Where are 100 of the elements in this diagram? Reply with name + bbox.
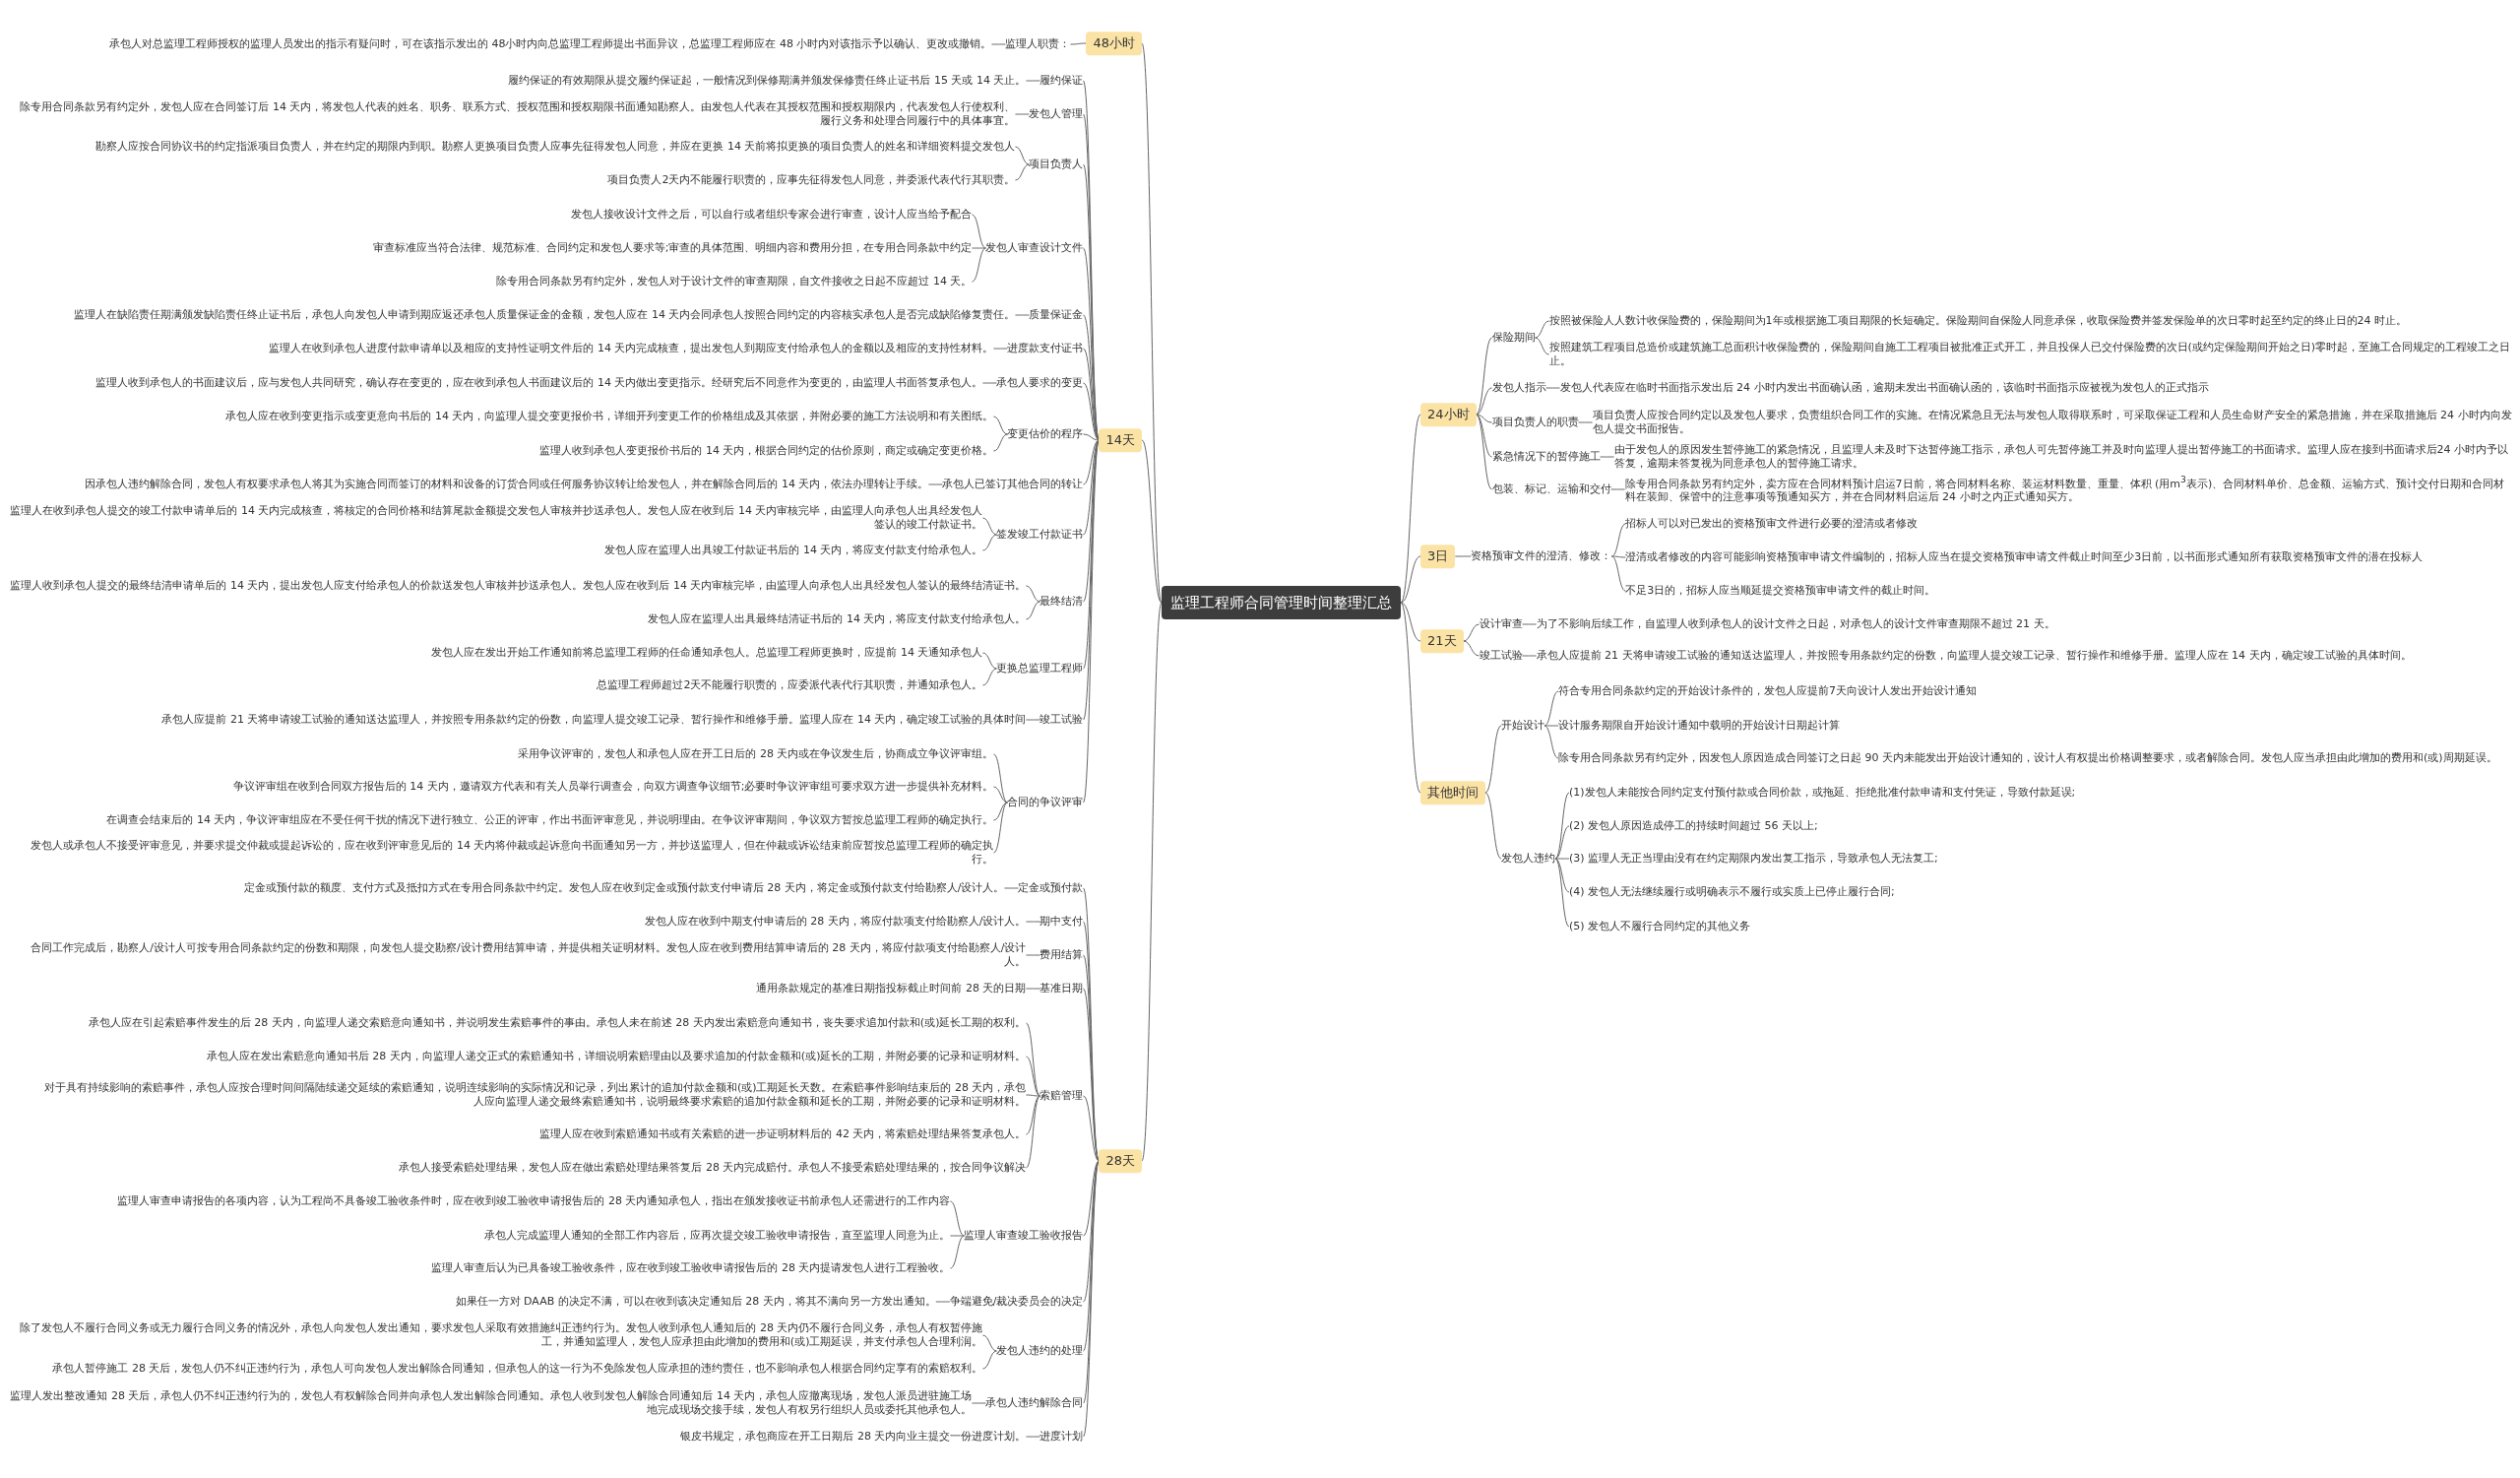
connector-line — [949, 1235, 965, 1237]
subtopic-label: 开始设计 — [1501, 718, 1544, 734]
subtopic-label: 设计审查 — [1479, 616, 1523, 632]
note-text: 监理人在收到承包人进度付款申请单以及相应的支持性证明文件后的 14 天内完成核查，提出发包人到期应支付给承包人的金额以及相应的支持性材料。 — [269, 342, 994, 355]
note-text: 设计服务期限自开始设计通知中载明的开始设计日期起计算 — [1558, 719, 1840, 733]
subtopic-label: 最终结清 — [1040, 594, 1084, 610]
note-text: 定金或预付款的额度、支付方式及抵扣方式在专用合同条款中约定。发包人应在收到定金或预付款支付申请后 28 天内，将定金或预付款支付给勘察人/设计人。 — [243, 881, 1005, 895]
connector-line — [1025, 1095, 1040, 1169]
connector-line — [1141, 439, 1163, 604]
connector-line — [1554, 858, 1570, 860]
connector-line — [1545, 387, 1561, 389]
connector-line — [981, 1334, 997, 1352]
connector-line — [1025, 1436, 1040, 1438]
subtopic-label: 发包人违约的处理 — [996, 1343, 1084, 1359]
note-text: 合同工作完成后，勘察人/设计人可按专用合同条款约定的份数和期限，向发包人提交勘察/设计费用结算申请，并提供相关证明材料。发包人应在收到费用结算申请后的 28 天内，将应付款项支付给勘察人/设计人。 — [10, 941, 1027, 969]
connector-line — [1014, 163, 1030, 181]
connector-line — [1535, 337, 1550, 355]
note-text: 承包人应在收到变更指示或变更意向书后的 14 天内，向监理人提交变更报价书，详细开列变更工作的价格组成及其依据，并附必要的施工方法说明和有关图纸。 — [225, 410, 994, 423]
note-text: 承包人暂停施工 28 天后，发包人仍不纠正违约行为，承包人可向发包人发出解除合同通知，但承包人的这一行为不免除发包人应承担的违约责任，也不影响承包人根据合同约定享有的索赔权利。 — [52, 1362, 983, 1376]
connector-line — [1476, 337, 1493, 416]
note-text: 勘察人应按合同协议书的约定指派项目负责人，并在约定的期限内到职。勘察人更换项目负责人应事先征得发包人同意，并应在更换 14 天前将拟更换的项目负责人的姓名和详细资料提交发包人 — [95, 140, 1016, 154]
connector-line — [971, 247, 986, 283]
connector-line — [992, 753, 1008, 803]
connector-line — [1476, 414, 1493, 490]
note-text: 监理人应在收到索赔通知书或有关索赔的进一步证明材料后的 42 天内，将索赔处理结果答复承包人。 — [539, 1127, 1027, 1141]
connector-line — [1484, 792, 1502, 860]
note-text: 除了发包人不履行合同义务或无力履行合同义务的情况外，承包人向发包人发出通知，要求发包人采取有效措施纠正违约行为。发包人收到承包人通知后的 28 天内仍不履行合同义务，承包人有权暂停施工，并通知监理人，发包人应承担由此增加的费用和(或)工期延误，并支付承包人合理利润。 — [10, 1321, 983, 1349]
note-text: 发包人接收设计文件之后，可以自行或者组织专家会进行审查，设计人应当给予配合 — [571, 208, 973, 222]
note-text: 承包人应提前 21 天将申请竣工试验的通知送达监理人，并按照专用条款约定的份数，向监理人提交竣工记录、暂行操作和维修手册。监理人应在 14 天内，确定竣工试验的具体时间。 — [1536, 649, 2412, 663]
connector-line — [1400, 602, 1421, 642]
subtopic-label: 保险期间 — [1491, 330, 1536, 346]
connector-line — [1082, 382, 1100, 441]
connector-line — [1025, 1094, 1040, 1097]
subtopic-label: 监理人审查竣工验收报告 — [964, 1228, 1084, 1244]
connector-line — [1484, 725, 1502, 794]
note-text: 承包人应在引起索赔事件发生的后 28 天内，向监理人递交索赔意向通知书，并说明发生索赔事件的事由。承包人未在前述 28 天内发出索赔意向通知书，丧失要求追加付款和(或)延长工期的权利。 — [88, 1016, 1027, 1030]
connector-line — [1025, 1095, 1040, 1135]
note-text: 对于具有持续影响的索赔事件，承包人应按合理时间间隔陆续递交延续的索赔通知，说明连续影响的实际情况和记录，列出累计的追加付款金额和(或)工期延长天数。在索赔事件影响结束后的 28 天内，承包人应向监理人递交最终索赔通知书，说明最终要求索赔的追加付款金额和延长的工期，并附必要的记录和证明材料。 — [41, 1081, 1027, 1109]
connector-line — [992, 786, 1008, 803]
subtopic-label: 承包人违约解除合同 — [985, 1395, 1084, 1411]
connector-line — [992, 802, 1008, 854]
note-text: 采用争议评审的，发包人和承包人应在开工日后的 28 天内或在争议发生后，协商成立争议评审组。 — [518, 747, 994, 761]
subtopic-label: 紧急情况下的暂停施工 — [1491, 449, 1601, 465]
branch-topic: 14天 — [1099, 428, 1142, 452]
connector-line — [949, 1235, 965, 1269]
note-text: 为了不影响后续工作，自监理人收到承包人的设计文件之日起，对承包人的设计文件审查期限不超过 21 天。 — [1536, 617, 2055, 631]
note-text: 银皮书规定，承包商应在开工日期后 28 天内向业主提交一份进度计划。 — [680, 1430, 1027, 1444]
connector-line — [981, 517, 997, 536]
branch-topic: 48小时 — [1086, 32, 1142, 55]
note-text: 发包人应在监理人出具最终结清证书后的 14 天内，将应支付款支付给承包人。 — [648, 612, 1027, 626]
connector-line — [1025, 585, 1040, 603]
note-text: 项目负责人应按合同约定以及发包人要求，负责组织合同工作的实施。在情况紧急且无法与发包人取得联系时，可采取保证工程和人员生命财产安全的紧急措施，并在采取措施后 24 小时内向发包人提交书面报告。 — [1592, 409, 2512, 436]
branch-topic: 其他时间 — [1420, 781, 1485, 804]
note-text: 在调查会结束后的 14 天内，争议评审组应在不受任何干扰的情况下进行独立、公正的评审，作出书面评审意见，并说明理由。在争议评审期间，争议双方暂按总监理工程师的确定执行。 — [106, 813, 994, 827]
subtopic-label: 签发竣工付款证书 — [996, 527, 1084, 543]
subtopic-label: 发包人管理 — [1029, 106, 1084, 122]
connector-line — [1400, 414, 1421, 604]
subtopic-label: 发包人违约 — [1501, 851, 1555, 867]
note-text: 监理人审查申请报告的各项内容，认为工程尚不具备竣工验收条件时，应在收到竣工验收申请报告后的 28 天内通知承包人，指出在颁发接收证书前承包人还需进行的工作内容 — [117, 1194, 951, 1208]
connector-line — [992, 802, 1008, 821]
connector-line — [1082, 1160, 1100, 1237]
note-text: 审查标准应当符合法律、规范标准、合同约定和发包人要求等;审查的具体范围、明细内容和费用分担，在专用合同条款中约定 — [372, 241, 973, 255]
root-topic: 监理工程师合同管理时间整理汇总 — [1162, 585, 1401, 620]
connector-line — [992, 433, 1008, 452]
note-text: 发包人或承包人不接受评审意见，并要求提交仲裁或提起诉讼的，应在收到评审意见后的 14 天内将仲裁或起诉意向书面通知另一方，并抄送监理人，但在仲裁或诉讼结束前应暂按总监理工程师的确定执行。 — [10, 839, 994, 867]
connector-line — [949, 1200, 965, 1237]
connector-line — [927, 483, 943, 485]
branch-topic: 24小时 — [1420, 403, 1477, 426]
connector-line — [1463, 640, 1480, 657]
subtopic-label: 质量保证金 — [1029, 307, 1084, 323]
note-text: 总监理工程师超过2天不能履行职责的，应委派代表代行其职责，并通知承包人。 — [597, 678, 983, 692]
note-text: (2) 发包人原因造成停工的持续时间超过 56 天以上; — [1569, 819, 1818, 833]
connector-line — [981, 652, 997, 670]
note-text: 通用条款规定的基准日期指投标截止时间前 28 天的日期 — [756, 982, 1027, 996]
connector-line — [1082, 439, 1100, 536]
connector-line — [990, 43, 1006, 45]
connector-line — [1082, 988, 1100, 1162]
note-text: 因承包人违约解除合同，发包人有权要求承包人将其为实施合同而签订的材料和设备的订货合同或任何服务协议转让给发包人，并在解除合同后的 14 天内，依法办理转让手续。 — [85, 478, 929, 491]
branch-topic: 21天 — [1420, 629, 1464, 653]
subtopic-label: 争端避免/裁决委员会的决定 — [949, 1294, 1084, 1310]
note-text: 发包人应在发出开始工作通知前将总监理工程师的任命通知承包人。总监理工程师更换时，应提前 14 天通知承包人 — [431, 646, 983, 660]
connector-line — [1554, 792, 1570, 860]
connector-line — [1025, 80, 1040, 82]
subtopic-label: 期中支付 — [1040, 914, 1084, 930]
connector-line — [992, 348, 1008, 350]
connector-line — [1014, 146, 1030, 165]
connector-line — [1476, 414, 1493, 458]
connector-line — [1610, 555, 1626, 592]
connector-line — [1610, 523, 1626, 557]
subtopic-label: 承包人已签订其他合同的转让 — [942, 477, 1084, 492]
connector-line — [1522, 623, 1538, 625]
subtopic-label: 发包人指示 — [1491, 380, 1546, 396]
connector-line — [1082, 439, 1100, 603]
subtopic-label: 索赔管理 — [1040, 1088, 1084, 1104]
connector-line — [1082, 1095, 1100, 1162]
subtopic-label: 竣工试验 — [1479, 648, 1523, 664]
connector-line — [1476, 387, 1493, 416]
connector-line — [1400, 602, 1421, 794]
connector-line — [1535, 320, 1550, 339]
note-text: 除专用合同条款另有约定外，发包人对于设计文件的审查期限，自文件接收之日起不应超过 14 天。 — [496, 275, 973, 289]
